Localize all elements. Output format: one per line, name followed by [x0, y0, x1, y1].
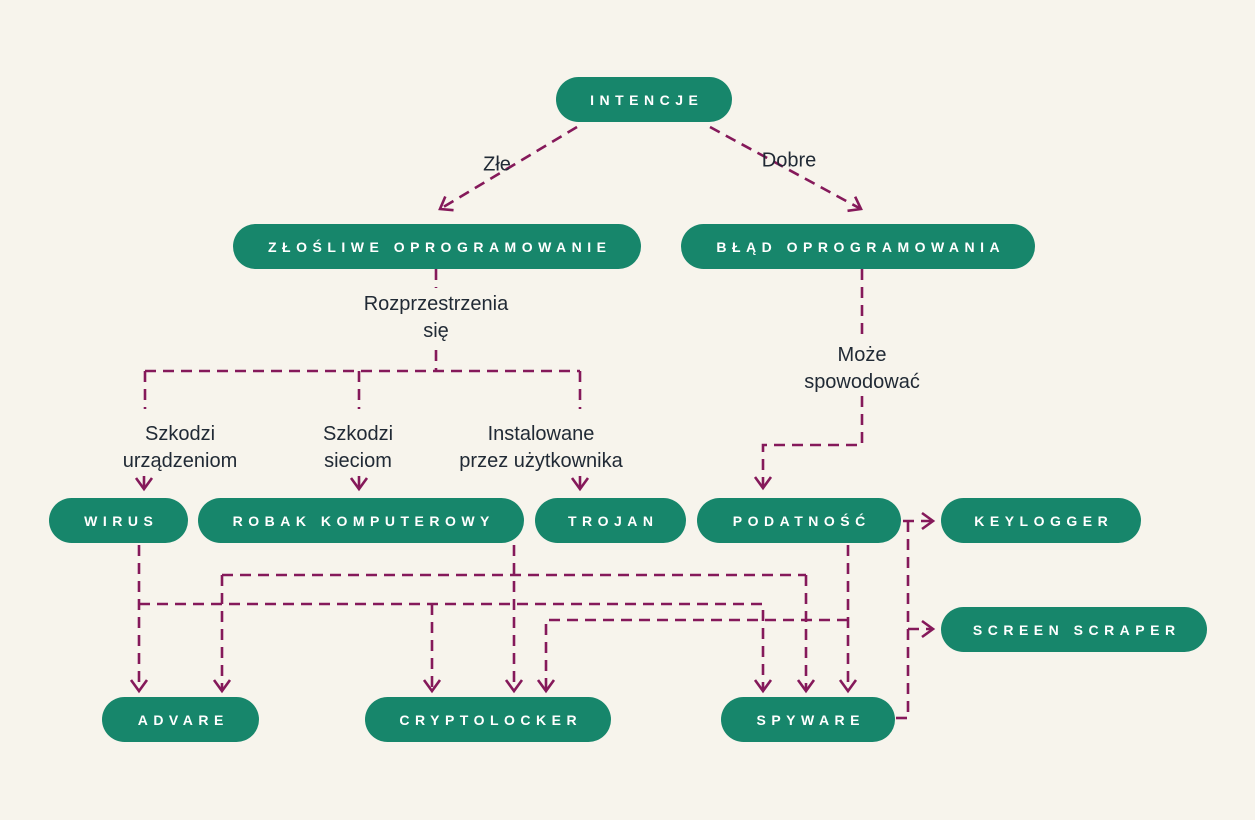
- edge-label-line: sieciom: [324, 450, 392, 472]
- edge-label-szkodzi-sieciom: Szkodzi sieciom: [323, 421, 393, 475]
- edge-podatnosc-cryptolocker: [536, 618, 848, 694]
- edge-label-dobre: Dobre: [762, 148, 816, 175]
- edge-wirus-spyware: [139, 602, 773, 694]
- node-screen-scraper: SCREEN SCRAPER: [941, 607, 1207, 652]
- edge-label-line: Szkodzi: [322, 423, 394, 445]
- edge-intencje-blad: [709, 125, 863, 213]
- node-blad-oprogramowania: BŁĄD OPROGRAMOWANIA: [681, 224, 1035, 269]
- edge-label-rozprzestrzenia-sie: Rozprzestrzenia się: [364, 291, 509, 345]
- node-trojan: TROJAN: [535, 498, 686, 543]
- edge-label-line: Instalowane: [487, 423, 595, 445]
- edge-label-instalowane: Instalowane przez użytkownika: [459, 421, 622, 475]
- edge-label-line: urządzeniom: [122, 450, 238, 472]
- node-keylogger: KEYLOGGER: [941, 498, 1141, 543]
- edge-label-line: się: [423, 320, 449, 342]
- edge-label-zle: Złe: [483, 152, 511, 179]
- edge-label-line: Może: [837, 344, 887, 366]
- edge-label-moze-spowodowac: Może spowodować: [804, 342, 920, 396]
- node-advare: ADVARE: [102, 697, 259, 742]
- edge-label-line: Szkodzi: [144, 423, 216, 445]
- node-wirus: WIRUS: [49, 498, 188, 543]
- node-spyware: SPYWARE: [721, 697, 895, 742]
- node-zlosliwe-oprogramowanie: ZŁOŚLIWE OPROGRAMOWANIE: [233, 224, 641, 269]
- edge-label-line: Dobre: [761, 149, 817, 172]
- node-podatnosc: PODATNOŚĆ: [697, 498, 901, 543]
- node-robak-komputerowy: ROBAK KOMPUTEROWY: [198, 498, 524, 543]
- edge-label-line: Złe: [483, 153, 511, 176]
- edge-blad-podatnosc: [753, 396, 864, 491]
- edge-intencje-zlosliwe: [438, 125, 578, 212]
- node-intencje: INTENCJE: [556, 77, 732, 122]
- edge-label-line: przez użytkownika: [459, 450, 623, 472]
- edge-label-line: spowodować: [804, 371, 920, 393]
- node-cryptolocker: CRYPTOLOCKER: [365, 697, 611, 742]
- edge-label-line: Rozprzestrzenia: [363, 293, 509, 315]
- edge-label-szkodzi-urzadzeniom: Szkodzi urządzeniom: [123, 421, 238, 475]
